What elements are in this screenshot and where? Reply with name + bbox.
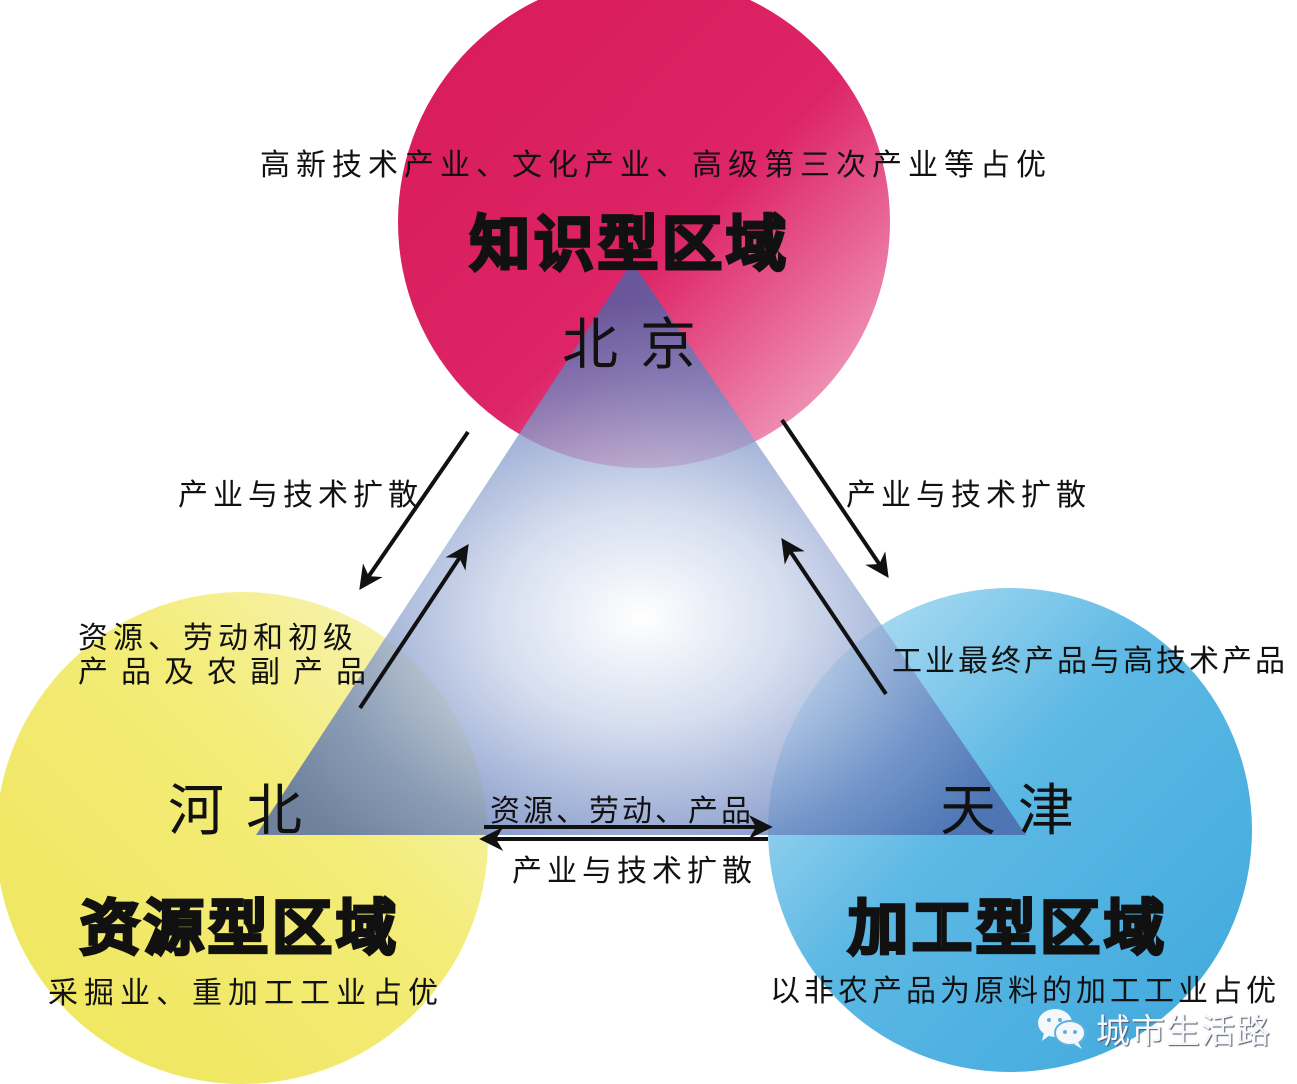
hebei-region-type: 资源型区域 [79,893,400,966]
knowledge-region-circle [398,0,890,468]
beijing-city-label: 北京 [562,313,718,378]
flow-label-tianjin-to-hebei: 产业与技术扩散 [512,854,757,889]
arrow-hebei-to-beijing [358,543,469,710]
tianjin-city-label: 天津 [940,779,1096,844]
arrow-beijing-to-hebei [359,430,470,590]
flow-label-beijing-to-hebei: 产业与技术扩散 [178,478,423,513]
watermark-text: 城市生活路 [1096,1012,1271,1052]
beijing-region-type: 知识型区域 [469,209,790,282]
relationship-triangle [256,262,1026,835]
arrow-beijing-to-tianjin [780,418,889,578]
watermark: 城市生活路 [1036,1004,1271,1053]
hebei-city-label: 河北 [168,779,324,844]
flow-label-hebei-to-tianjin: 资源、劳动、产品 [490,794,754,829]
hebei-description: 采掘业、重加工工业占优 [48,976,444,1011]
flow-label-hebei-to-beijing: 资源、劳动和初级 产品及农副产品 [78,622,379,690]
tianjin-region-type: 加工型区域 [847,893,1168,966]
beijing-description: 高新技术产业、文化产业、高级第三次产业等占优 [260,148,1052,183]
flow-label-hebei-to-beijing-line2: 产品及农副产品 [78,655,379,690]
tianjin-description: 以非农产品为原料的加工工业占优 [770,974,1280,1009]
flow-label-tianjin-to-beijing: 工业最终产品与高技术产品 [892,644,1288,679]
arrow-tianjin-to-beijing [781,538,888,696]
flow-label-hebei-to-beijing-line1: 资源、劳动和初级 [78,621,358,656]
wechat-icon [1038,1008,1086,1049]
flow-label-beijing-to-tianjin: 产业与技术扩散 [846,478,1091,513]
